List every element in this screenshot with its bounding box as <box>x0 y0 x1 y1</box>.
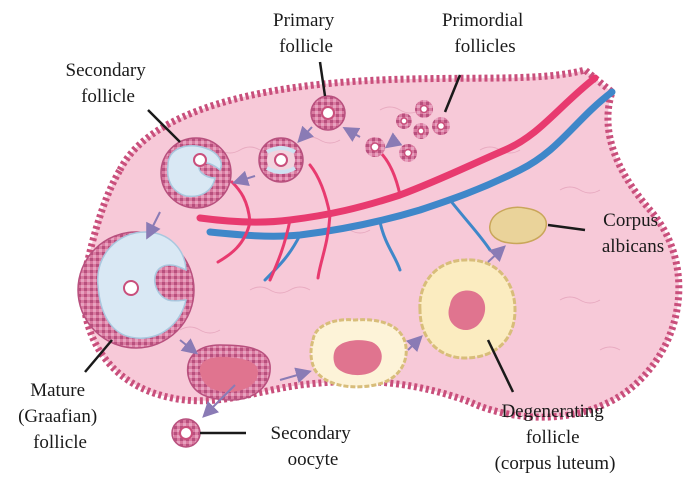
early-corpus-luteum <box>311 320 406 387</box>
corpus-luteum <box>420 260 515 358</box>
secondary-oocyte <box>172 419 200 447</box>
label-primary-follicle: Primary follicle <box>273 10 339 57</box>
mature-follicle <box>78 232 194 348</box>
label-secondary-oocyte: Secondary oocyte <box>271 423 356 470</box>
growing-follicle <box>259 138 303 182</box>
secondary-follicle <box>161 138 231 208</box>
label-primordial-follicles: Primordial follicles <box>442 10 528 57</box>
label-mature-follicle: Mature (Graafian) follicle <box>18 380 102 453</box>
label-degenerating-follicle: Degenerating follicle (corpus luteum) <box>495 401 616 474</box>
corpus-albicans <box>490 207 547 243</box>
primary-follicle <box>311 96 345 130</box>
label-secondary-follicle: Secondary follicle <box>66 60 151 107</box>
